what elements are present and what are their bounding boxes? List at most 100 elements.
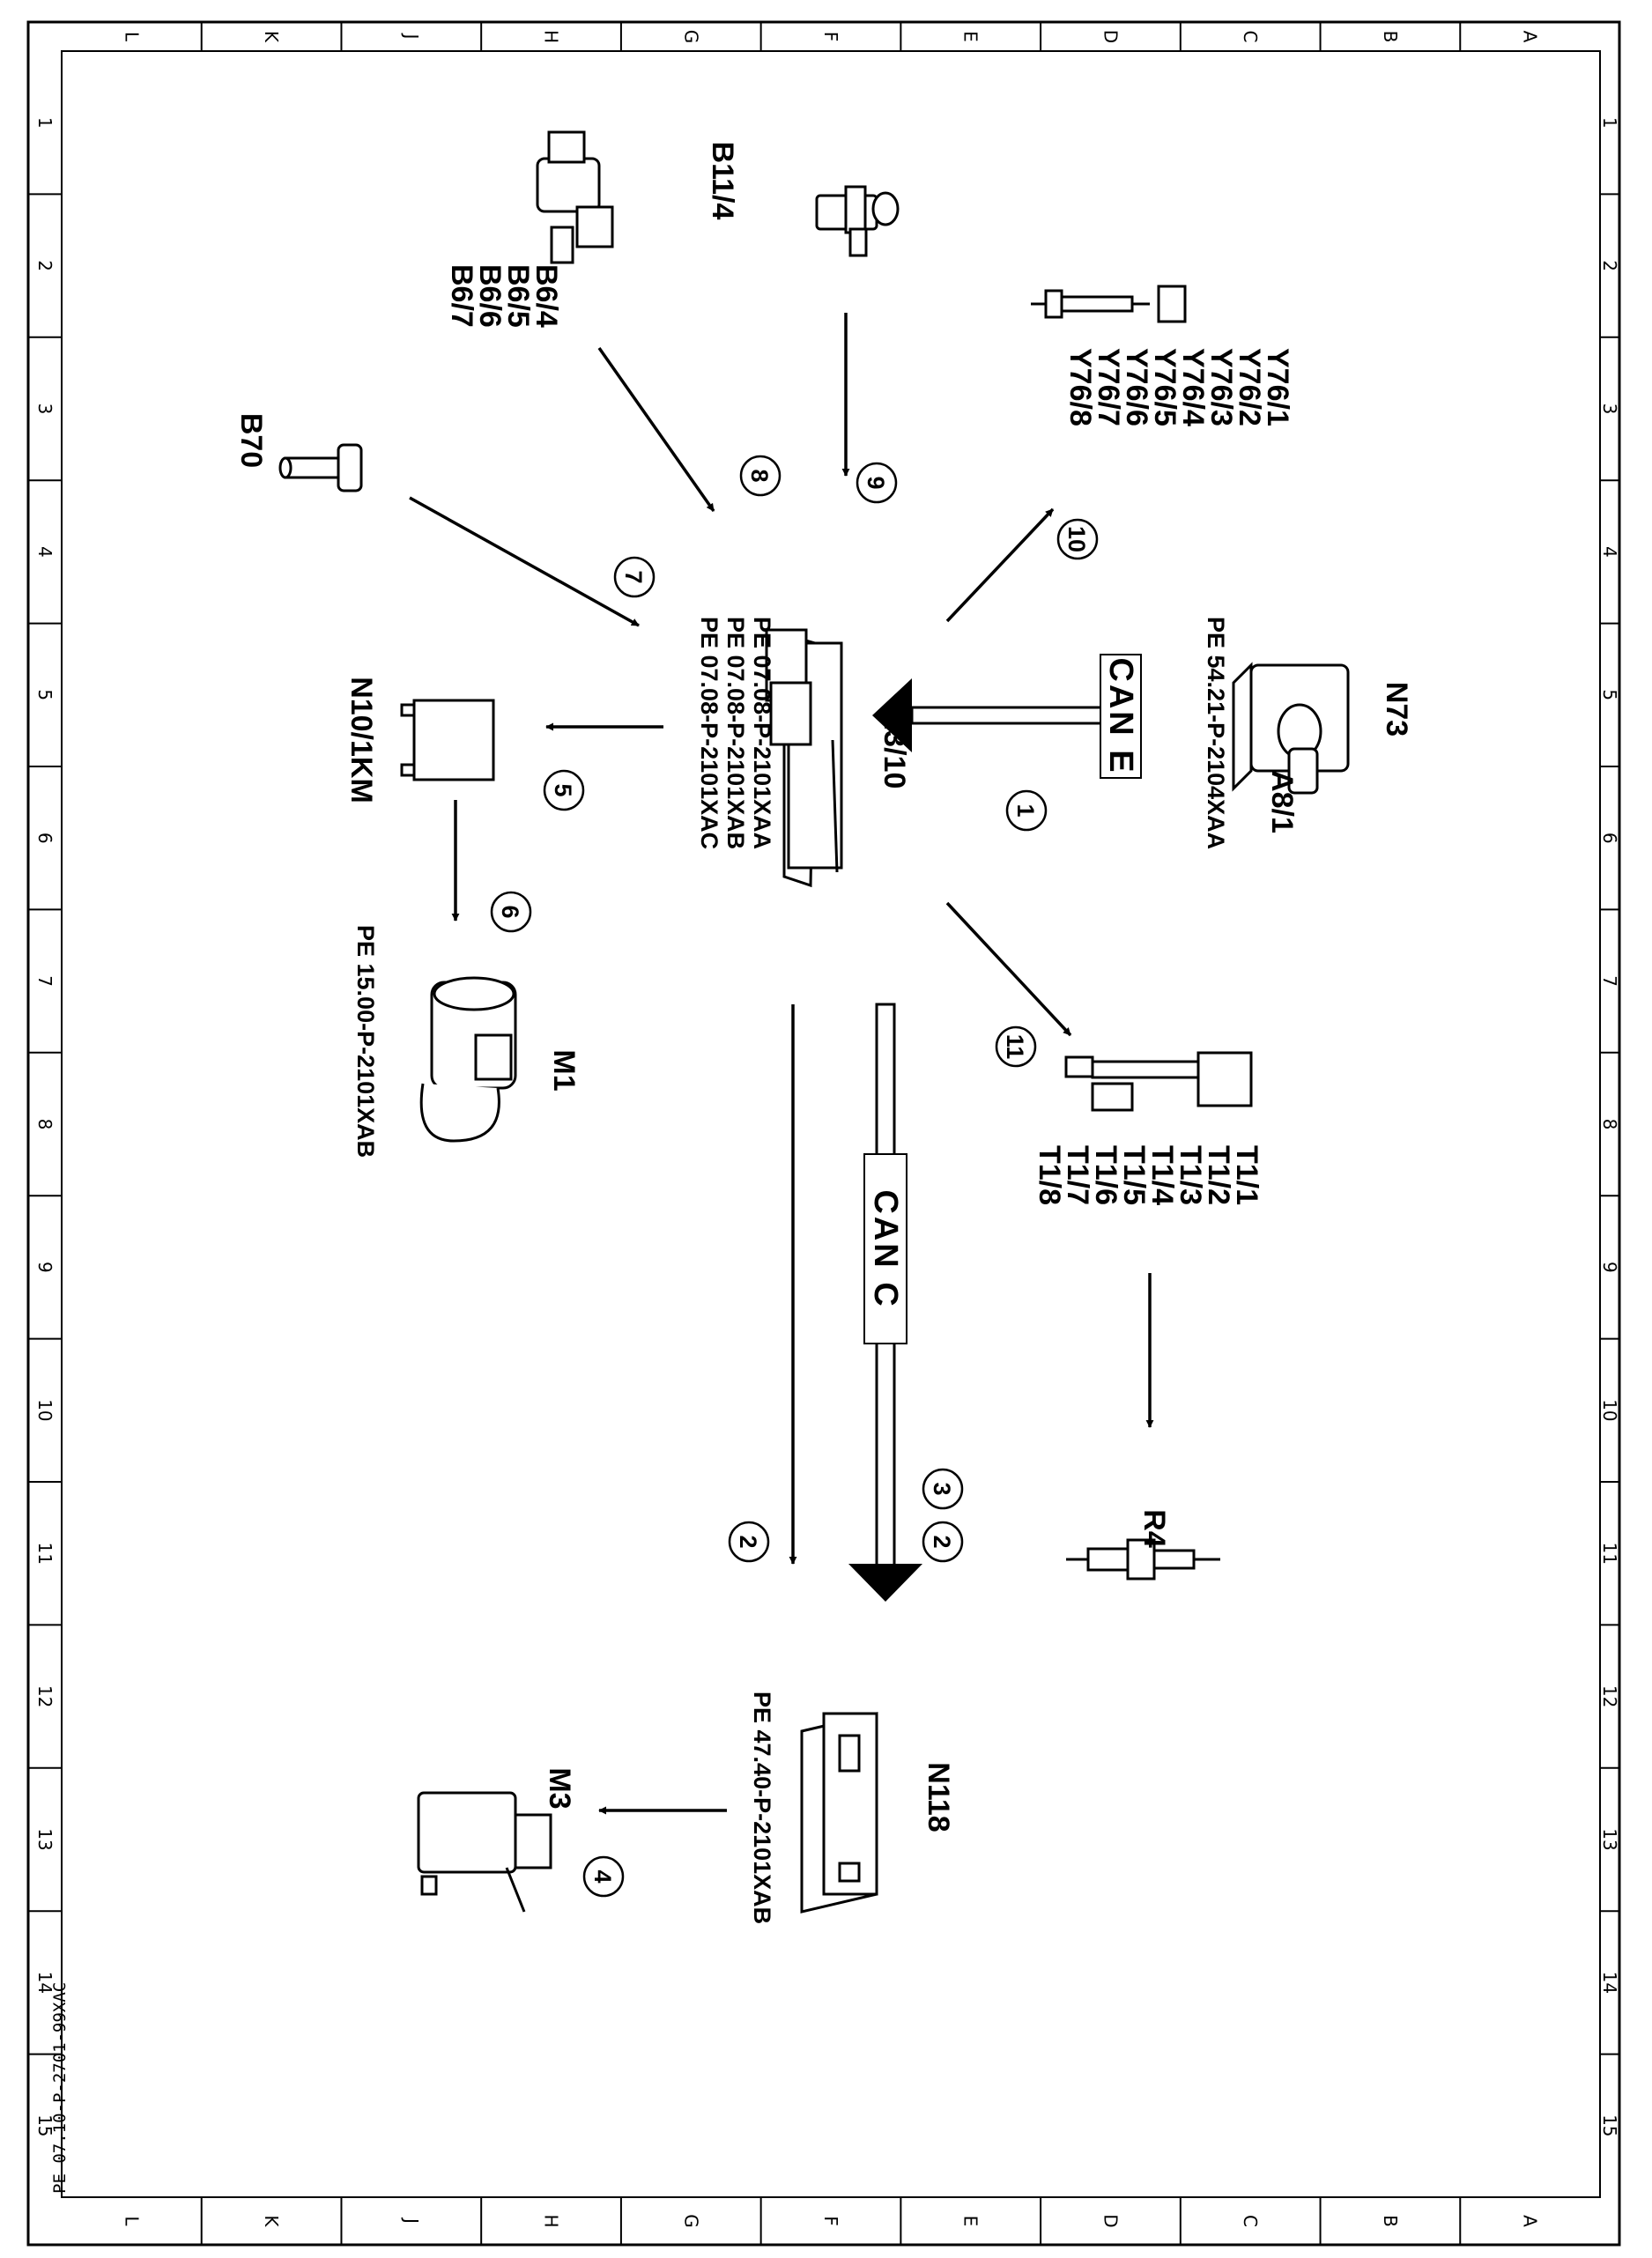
grid-col-label-top: K (261, 31, 282, 43)
t1-label-2: T1/2 (1202, 1145, 1235, 1205)
arrow-b6 (597, 346, 715, 513)
grid-row-label-right: 15 (1599, 2114, 1620, 2136)
svg-text:8: 8 (746, 469, 773, 482)
grid-row-label-right: 5 (1599, 689, 1620, 700)
can-c-label: CAN C (867, 1189, 904, 1308)
n10-fusebox-drawing (400, 699, 495, 781)
svg-text:7: 7 (620, 570, 647, 583)
outer-border (26, 20, 1621, 2247)
callout-1: 1 (1005, 789, 1048, 832)
signal-arrows (409, 313, 1154, 1815)
r4-label: R4 (1137, 1509, 1171, 1548)
grid-row-label-right: 10 (1599, 1399, 1620, 1421)
svg-text:10: 10 (1063, 526, 1090, 552)
component-drawings (278, 130, 1350, 1914)
callout-8: 8 (739, 455, 782, 497)
r4-plug-drawing (1066, 1538, 1220, 1581)
m3-label: M3 (543, 1767, 576, 1809)
n118-module-drawing (800, 1712, 878, 1914)
grid-row-label-right: 8 (1599, 1119, 1620, 1130)
b70-label: B70 (234, 413, 268, 468)
grid-col-label-bottom: L (121, 2216, 142, 2226)
grid-row-label-left: 1 (34, 117, 56, 129)
grid-row-label-left: 13 (34, 1828, 56, 1850)
grid-row-label-left: 8 (34, 1119, 56, 1130)
t1-label-8: T1/8 (1033, 1145, 1066, 1205)
grid-col-label-top: D (1100, 30, 1121, 43)
grid-col-label-bottom: B (1380, 2215, 1401, 2227)
n73-switch-drawing (1232, 662, 1350, 795)
can-e-arrowhead (872, 678, 912, 752)
grid-row-label-left: 15 (34, 2114, 56, 2136)
svg-text:2: 2 (735, 1535, 761, 1548)
t1-label-6: T1/6 (1089, 1145, 1122, 1205)
n3-10-label: N3/10 (878, 709, 911, 789)
n118-label: N118 (922, 1762, 955, 1832)
svg-text:5: 5 (550, 783, 576, 796)
grid-col-label-bottom: D (1100, 2214, 1121, 2227)
t1-label-1: T1/1 (1230, 1145, 1263, 1205)
grid-row-label-right: 2 (1599, 260, 1620, 271)
grid-row-label-right: 9 (1599, 1262, 1620, 1273)
n10-label: N10/1KM (344, 677, 378, 803)
n3-10-ecu-drawing (765, 628, 843, 888)
can-c-bus: CAN C (848, 1003, 922, 1602)
t1-label-4: T1/4 (1145, 1145, 1179, 1205)
grid-col-label-top: H (541, 30, 562, 43)
y76-label-5: Y76/5 (1148, 348, 1182, 426)
grid-col-label-bottom: C (1240, 2215, 1261, 2227)
can-c-label-box (863, 1153, 907, 1344)
grid-row-label-right: 3 (1599, 403, 1620, 415)
grid-col-label-bottom: H (541, 2214, 562, 2227)
y76-label-1: Y76/1 (1261, 348, 1294, 426)
svg-text:11: 11 (1002, 1034, 1028, 1060)
callout-4: 4 (582, 1855, 625, 1898)
grid-col-label-top: C (1240, 31, 1261, 43)
svg-text:2: 2 (929, 1535, 955, 1548)
b6-label-3: B6/6 (473, 264, 507, 328)
svg-text:4: 4 (589, 1869, 616, 1883)
n73-label: N73 (1380, 682, 1413, 737)
callout-2b: 2 (728, 1521, 770, 1563)
b6-label-1: B6/4 (530, 264, 563, 328)
t1-label-3: T1/3 (1174, 1145, 1207, 1205)
component-labels: B11/4 B6/4 B6/5 B6/6 B6/7 Y76/1 Y76/2 Y7… (234, 142, 1413, 1925)
callout-2a: 2 (922, 1521, 964, 1563)
svg-text:3: 3 (929, 1482, 955, 1495)
can-e-label-box (1100, 654, 1142, 779)
can-e-label: CAN E (1102, 657, 1139, 774)
grid-col-label-bottom: K (261, 2215, 282, 2227)
inner-border (61, 50, 1601, 2198)
arrow-t1 (945, 901, 1072, 1037)
grid-row-label-right: 4 (1599, 546, 1620, 558)
callout-11: 11 (995, 1025, 1037, 1068)
b6-label-4: B6/7 (445, 264, 478, 328)
a8-1-label: A8/1 (1265, 770, 1299, 833)
can-c-arrowhead (848, 1564, 922, 1602)
grid-col-label-top: A (1520, 31, 1541, 43)
m1-starter-drawing (419, 976, 517, 1143)
t1-label-7: T1/7 (1061, 1145, 1094, 1205)
grid-col-label-top: J (401, 33, 422, 40)
grid-row-label-right: 13 (1599, 1828, 1620, 1850)
diagram-content: CAN E CAN C 1 2 3 2 4 5 6 7 8 9 10 11 (234, 130, 1413, 1925)
grid-col-label-top: B (1380, 31, 1401, 43)
grid-col-label-bottom: G (680, 2214, 701, 2228)
n3-10-ref-3: PE 07.08-P-2101XAC (696, 617, 722, 849)
b11-4-sensor-drawing (815, 185, 900, 257)
callout-9: 9 (856, 462, 898, 504)
n3-10-ref-1: PE 07.08-P-2101XAA (749, 617, 775, 849)
grid-col-label-top: F (820, 32, 841, 42)
grid-row-label-right: 12 (1599, 1685, 1620, 1707)
grid-row-label-left: 6 (34, 833, 56, 844)
y76-label-8: Y76/8 (1063, 348, 1097, 426)
callout-10: 10 (1056, 518, 1099, 560)
grid-col-label-bottom: F (820, 2216, 841, 2226)
grid-row-label-left: 14 (34, 1972, 56, 1994)
callouts: 1 2 3 2 4 5 6 7 8 9 10 11 (490, 455, 1099, 1898)
y76-label-7: Y76/7 (1092, 348, 1125, 426)
callout-6: 6 (490, 891, 532, 933)
document-id: PE 07.10-P-2701-99XAC (50, 1982, 70, 2194)
m1-ref: PE 15.00-P-2101XAB (352, 925, 379, 1158)
